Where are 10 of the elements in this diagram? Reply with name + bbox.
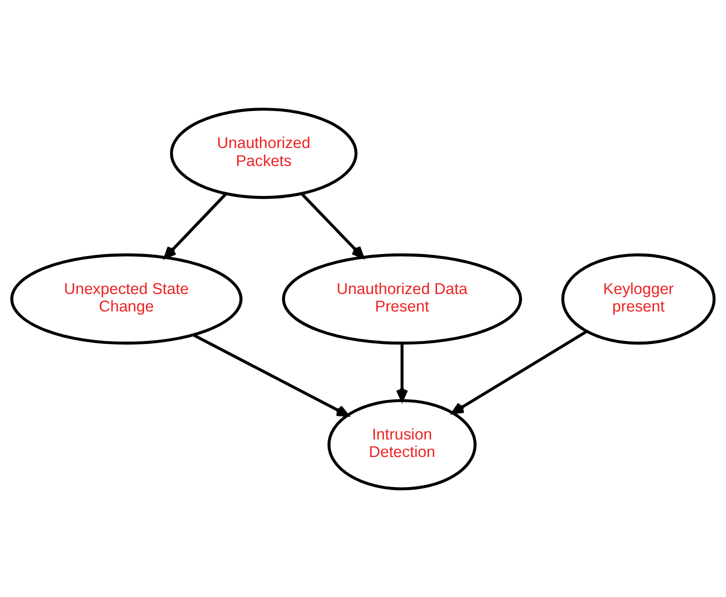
arrow — [164, 192, 227, 258]
arrow — [396, 343, 408, 402]
arrow — [452, 330, 588, 414]
arrow — [193, 333, 349, 416]
node-ellipse: Unauthorized Data Present — [282, 252, 522, 344]
node-ellipse: Unexpected State Change — [10, 252, 242, 344]
node-ellipse: Intrusion Detection — [328, 398, 477, 490]
node-ellipse: Keylogger present — [561, 252, 716, 344]
arrow — [300, 192, 364, 258]
node-ellipse: Unauthorized Packets — [170, 107, 358, 198]
